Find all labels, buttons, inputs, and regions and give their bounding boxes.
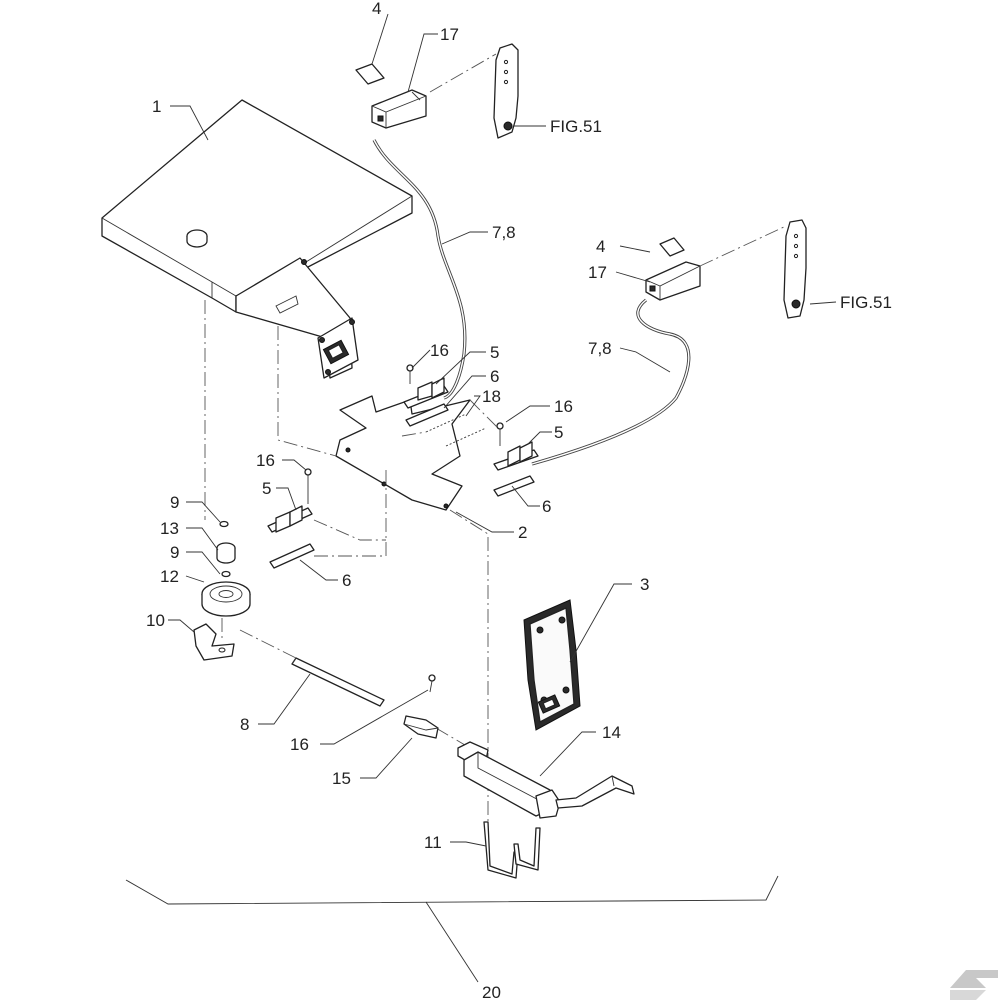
label-part-16-lower: 16 xyxy=(290,735,309,754)
bracket-10 xyxy=(193,623,235,661)
label-part-17-top: 17 xyxy=(440,25,459,44)
label-part-17-right: 17 xyxy=(588,263,607,282)
cable-7-8-left xyxy=(372,139,467,400)
label-part-2: 2 xyxy=(518,523,527,542)
label-part-1: 1 xyxy=(152,97,161,116)
label-part-4-top: 4 xyxy=(372,0,381,18)
label-part-20: 20 xyxy=(482,983,501,1000)
lever-arm-top xyxy=(493,43,519,139)
label-part-11: 11 xyxy=(424,833,442,852)
label-part-3: 3 xyxy=(640,575,649,594)
lever-arm-right xyxy=(783,219,807,319)
assembly-centerlines xyxy=(204,300,501,830)
clamp-bracket-right xyxy=(493,422,539,497)
label-part-15: 15 xyxy=(332,769,351,788)
leader-lines xyxy=(168,13,837,847)
label-part-6-upper: 6 xyxy=(490,367,499,386)
kit-bracket xyxy=(125,875,779,905)
rod-8 xyxy=(291,657,385,707)
label-part-14: 14 xyxy=(602,723,621,742)
label-part-5-left: 5 xyxy=(262,479,271,498)
clamp-bracket-upper xyxy=(403,364,449,427)
label-fig51-right: FIG.51 xyxy=(840,293,892,312)
crank-14 xyxy=(457,741,635,819)
pin-and-clamp-top xyxy=(355,63,427,129)
label-part-16-left: 16 xyxy=(256,451,275,470)
axis-right xyxy=(699,225,787,267)
coupling-15 xyxy=(403,715,439,739)
bolt-16-lower xyxy=(428,674,436,693)
leader-20 xyxy=(425,901,479,983)
pulley-12 xyxy=(201,581,251,617)
label-part-16-upper: 16 xyxy=(430,341,449,360)
cable-7-8-right xyxy=(531,298,691,466)
label-part-13: 13 xyxy=(160,519,179,538)
label-part-10: 10 xyxy=(146,611,165,630)
label-part-9-bottom: 9 xyxy=(170,543,179,562)
label-part-6-left: 6 xyxy=(342,571,351,590)
bushing-13 xyxy=(216,542,236,564)
plate-3 xyxy=(523,599,581,731)
label-part-16-right: 16 xyxy=(554,397,573,416)
label-part-4-right: 4 xyxy=(596,237,605,256)
label-part-12: 12 xyxy=(160,567,179,586)
washer-9-top xyxy=(219,520,229,528)
part-2-base-plate xyxy=(335,395,471,511)
washer-9-bottom xyxy=(221,570,231,578)
label-part-5-upper: 5 xyxy=(490,343,499,362)
label-part-18: 18 xyxy=(482,387,501,406)
pin-and-clamp-right xyxy=(645,237,701,301)
part-1-cover xyxy=(101,99,413,379)
label-part-6-right: 6 xyxy=(542,497,551,516)
callout-labels: 1 2 3 4 4 17 17 FIG.51 FIG.51 7,8 7,8 16… xyxy=(146,0,892,1002)
axis-top xyxy=(429,53,497,93)
u-bolts-11 xyxy=(483,821,541,879)
label-part-7-8-right: 7,8 xyxy=(588,339,612,358)
clamp-bracket-left xyxy=(267,468,315,569)
label-part-8: 8 xyxy=(240,715,249,734)
label-part-5-right: 5 xyxy=(554,423,563,442)
label-fig51-top: FIG.51 xyxy=(550,117,602,136)
label-part-9-top: 9 xyxy=(170,493,179,512)
label-part-7-8-left: 7,8 xyxy=(492,223,516,242)
brand-logo xyxy=(950,970,998,1000)
part-18-springs xyxy=(425,413,487,447)
